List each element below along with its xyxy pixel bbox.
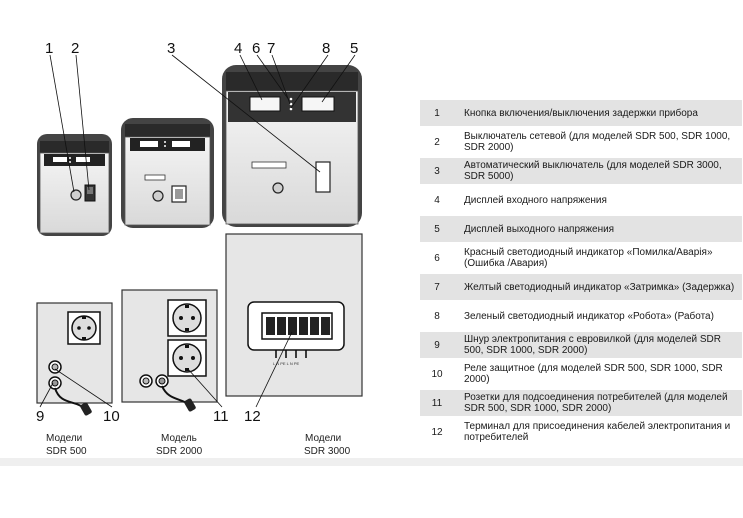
legend-row: 6 Красный светодиодный индикатор «Помилк…: [420, 245, 742, 271]
callout-8: 8: [322, 40, 330, 57]
legend-text: Красный светодиодный индикатор «Помилка/…: [464, 247, 713, 269]
legend-text: Розетки для подсоединения потребителей (…: [454, 390, 742, 416]
legend-text: Зеленый светодиодный индикатор «Робота» …: [464, 310, 714, 322]
legend-num: 2: [434, 136, 440, 148]
model-caption-sdr2000-line1: Модель: [161, 433, 197, 444]
legend-num: 5: [420, 216, 454, 242]
bottom-band: [0, 458, 743, 466]
legend-num: 10: [431, 368, 443, 380]
red-led: [289, 97, 293, 101]
output-voltage-display: [301, 96, 335, 112]
legend-text: Желтый светодиодный индикатор «Затримка»…: [454, 274, 742, 300]
legend-row: 2 Выключатель сетевой (для моделей SDR 5…: [420, 129, 742, 155]
legend-row: 12 Терминал для присоединения кабелей эл…: [420, 419, 742, 445]
legend-row: 1 Кнопка включения/выключения задержки п…: [420, 100, 742, 126]
device-diagram: L N PE L N PE 1 2 3 4 6 7 8 5 9 10 11 12…: [36, 40, 363, 457]
callout-11: 11: [213, 408, 229, 425]
callout-6: 6: [252, 40, 260, 57]
legend-text: Кнопка включения/выключения задержки при…: [454, 100, 742, 126]
legend-row: 11 Розетки для подсоединения потребителе…: [420, 390, 742, 416]
legend-num: 11: [420, 390, 454, 416]
legend-text: Шнур электропитания с евровилкой (для мо…: [454, 332, 742, 358]
legend-text: Автоматический выключатель (для моделей …: [454, 158, 742, 184]
legend-row: 3 Автоматический выключатель (для моделе…: [420, 158, 742, 184]
leader-lines: [39, 54, 356, 408]
front-view-sdr3000: [222, 65, 362, 227]
legend-row: 7 Желтый светодиодный индикатор «Затримк…: [420, 274, 742, 300]
callout-5: 5: [350, 40, 358, 57]
legend-num: 4: [434, 194, 440, 206]
callout-2: 2: [71, 40, 79, 57]
model-caption-sdr500-line1: Модели: [46, 433, 82, 444]
back-view-sdr500: [36, 302, 113, 416]
model-caption-sdr3000-line1: Модели: [305, 433, 341, 444]
callout-10: 10: [103, 408, 120, 425]
legend-num: 12: [431, 426, 443, 438]
input-voltage-display: [249, 96, 281, 112]
green-led: [289, 107, 293, 111]
legend-row: 4 Дисплей входного напряжения: [420, 187, 742, 213]
terminal-labels: L N PE L N PE: [273, 361, 299, 366]
back-view-sdr2000: [121, 289, 218, 412]
legend-num: 1: [420, 100, 454, 126]
legend-text: Дисплей входного напряжения: [464, 194, 607, 206]
legend-row: 9 Шнур электропитания с евровилкой (для …: [420, 332, 742, 358]
callout-9: 9: [36, 408, 44, 425]
delay-button: [70, 189, 82, 201]
legend-text: Дисплей выходного напряжения: [454, 216, 742, 242]
callout-12: 12: [244, 408, 261, 425]
legend-text: Терминал для присоединения кабелей элект…: [464, 421, 731, 443]
callout-7: 7: [267, 40, 275, 57]
legend-num: 7: [420, 274, 454, 300]
legend-row: 10 Реле защитное (для моделей SDR 500, S…: [420, 361, 742, 387]
back-view-sdr3000: L N PE L N PE: [225, 233, 363, 397]
callout-4: 4: [234, 40, 242, 57]
legend-num: 9: [420, 332, 454, 358]
legend-num: 6: [434, 252, 440, 264]
model-caption-sdr3000-line2: SDR 3000: [304, 446, 351, 457]
circuit-breaker: [315, 161, 331, 193]
front-view-sdr2000: [121, 118, 214, 228]
legend-text: Реле защитное (для моделей SDR 500, SDR …: [464, 363, 723, 385]
legend-row: 8 Зеленый светодиодный индикатор «Робота…: [420, 303, 742, 329]
front-view-sdr500: [37, 134, 112, 236]
legend-table: 1 Кнопка включения/выключения задержки п…: [420, 97, 742, 448]
callout-1: 1: [45, 40, 53, 57]
model-caption-sdr2000-line2: SDR 2000: [156, 446, 203, 457]
legend-text: Выключатель сетевой (для моделей SDR 500…: [464, 131, 731, 153]
model-caption-sdr500-line2: SDR 500: [46, 446, 87, 457]
legend-row: 5 Дисплей выходного напряжения: [420, 216, 742, 242]
callout-3: 3: [167, 40, 175, 57]
legend-num: 3: [420, 158, 454, 184]
legend-num: 8: [434, 310, 440, 322]
yellow-led: [289, 102, 293, 106]
